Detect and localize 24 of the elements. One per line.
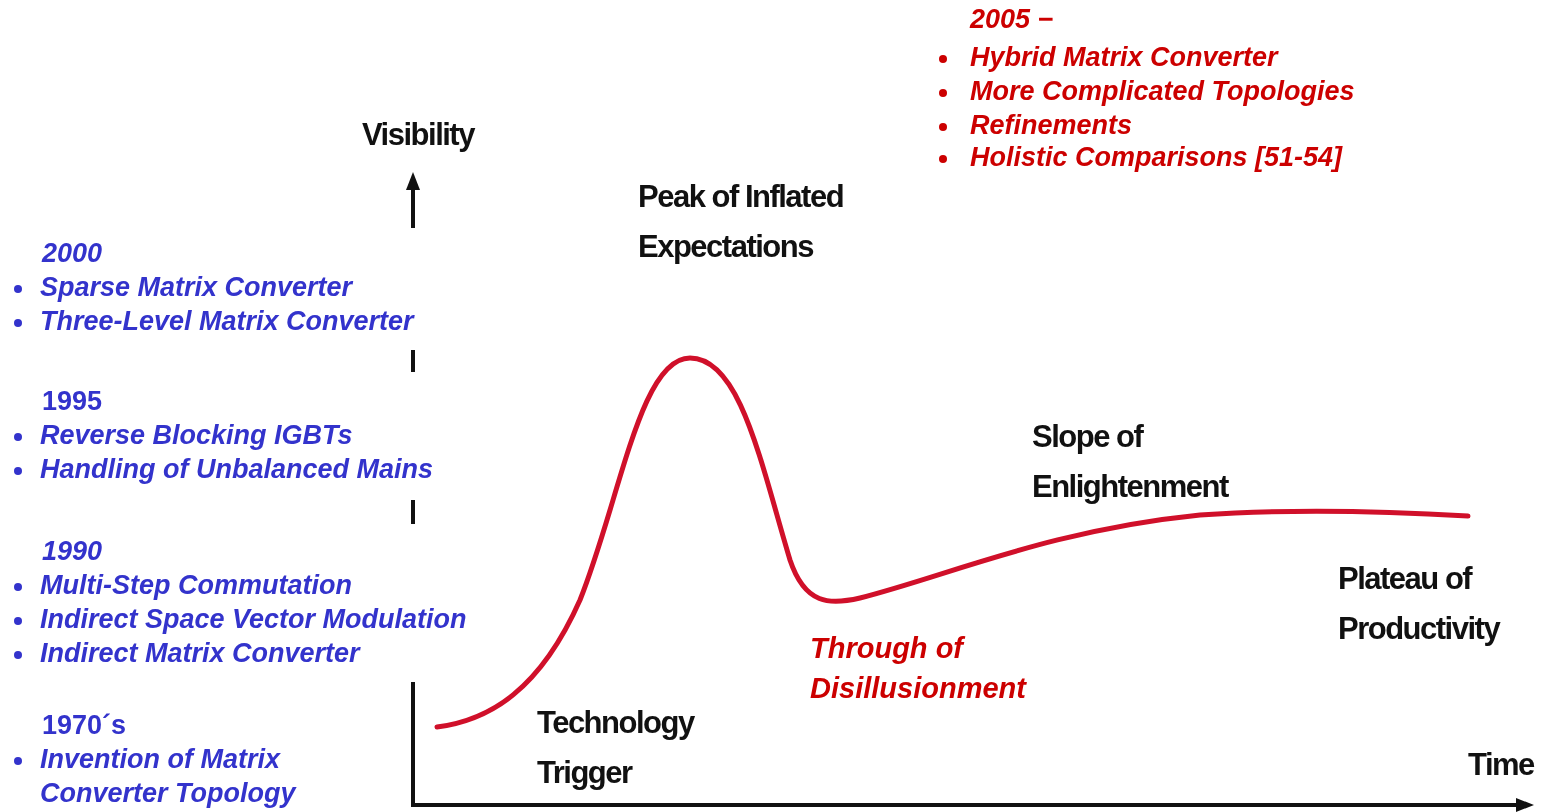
list-item: Hybrid Matrix Converter (935, 40, 1278, 74)
list-item: Handling of Unbalanced Mains (8, 452, 434, 486)
phase-label: Technology Trigger (537, 704, 696, 792)
list-item: Three-Level Matrix Converter (8, 304, 414, 338)
axis-title: Visibility (362, 118, 474, 152)
year-heading: 1995 (42, 385, 103, 418)
list-item: Multi-Step Commutation (8, 568, 352, 602)
phase-label: Slope of Enlightenment (1032, 418, 1230, 506)
list-item: More Complicated Topologies (935, 74, 1355, 108)
year-heading: 1970´s (42, 709, 127, 742)
list-item: Reverse Blocking IGBTs (8, 418, 353, 452)
list-item: Refinements (935, 108, 1133, 142)
phase-label: Peak of Inflated Expectations (638, 178, 845, 266)
year-heading: 2005 − (970, 3, 1054, 36)
list-item: Invention of Matrix Converter Topology (8, 742, 380, 810)
list-item: Indirect Space Vector Modulation (8, 602, 467, 636)
year-heading: 1990 (42, 535, 103, 568)
list-item: Holistic Comparisons [51-54] (935, 140, 1343, 174)
axis-title: Time (1468, 748, 1534, 782)
phase-label: Plateau of Productivity (1338, 560, 1501, 648)
phase-label: Through of Disillusionment (810, 631, 1028, 706)
list-item: Sparse Matrix Converter (8, 270, 353, 304)
list-item: Indirect Matrix Converter (8, 636, 360, 670)
year-heading: 2000 (42, 237, 103, 270)
